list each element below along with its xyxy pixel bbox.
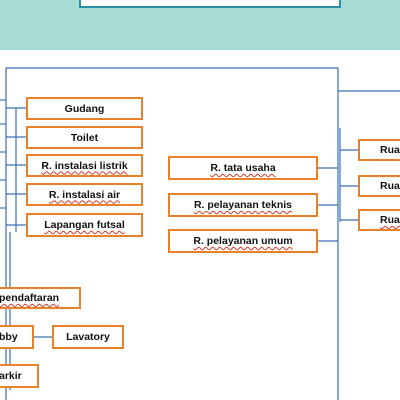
node-parkir: arkir [0, 364, 39, 388]
main-frame-line [5, 67, 339, 400]
node-label: Toilet [70, 131, 99, 144]
node-label: Ruan [380, 214, 400, 226]
node-label: R. instalasi listrik [41, 159, 128, 172]
node-label: Rua [380, 144, 400, 156]
node-label: bby [0, 331, 18, 343]
title-box [79, 0, 341, 8]
node-instalasi-listrik: R. instalasi listrik [26, 154, 143, 177]
node-pelayanan-umum: R. pelayanan umum [168, 229, 318, 253]
node-label: R. pelayanan teknis [193, 199, 293, 211]
node-label: Rua [380, 180, 400, 192]
node-tata-usaha: R. tata usaha [168, 156, 318, 180]
node-toilet: Toilet [26, 126, 143, 149]
node-label: Gudang [64, 102, 105, 115]
node-pendaftaran: pendaftaran [0, 287, 81, 309]
header-band [0, 0, 400, 50]
node-lobby: bby [0, 325, 34, 349]
node-label: Lapangan futsal [44, 219, 125, 231]
node-label: R. tata usaha [210, 162, 276, 174]
node-label: pendaftaran [0, 292, 60, 304]
node-rua-1: Rua [358, 139, 400, 161]
node-pelayanan-teknis: R. pelayanan teknis [168, 193, 318, 217]
node-lavatory: Lavatory [52, 325, 124, 349]
node-instalasi-air: R. instalasi air [26, 183, 143, 206]
node-rua-2: Rua [358, 175, 400, 197]
node-ruan: Ruan [358, 209, 400, 231]
node-label: R. instalasi air [48, 188, 121, 201]
node-label: Lavatory [66, 331, 110, 343]
node-lapangan-futsal: Lapangan futsal [26, 213, 143, 237]
node-label: arkir [0, 370, 22, 382]
node-gudang: Gudang [26, 97, 143, 120]
node-label: R. pelayanan umum [193, 235, 293, 247]
